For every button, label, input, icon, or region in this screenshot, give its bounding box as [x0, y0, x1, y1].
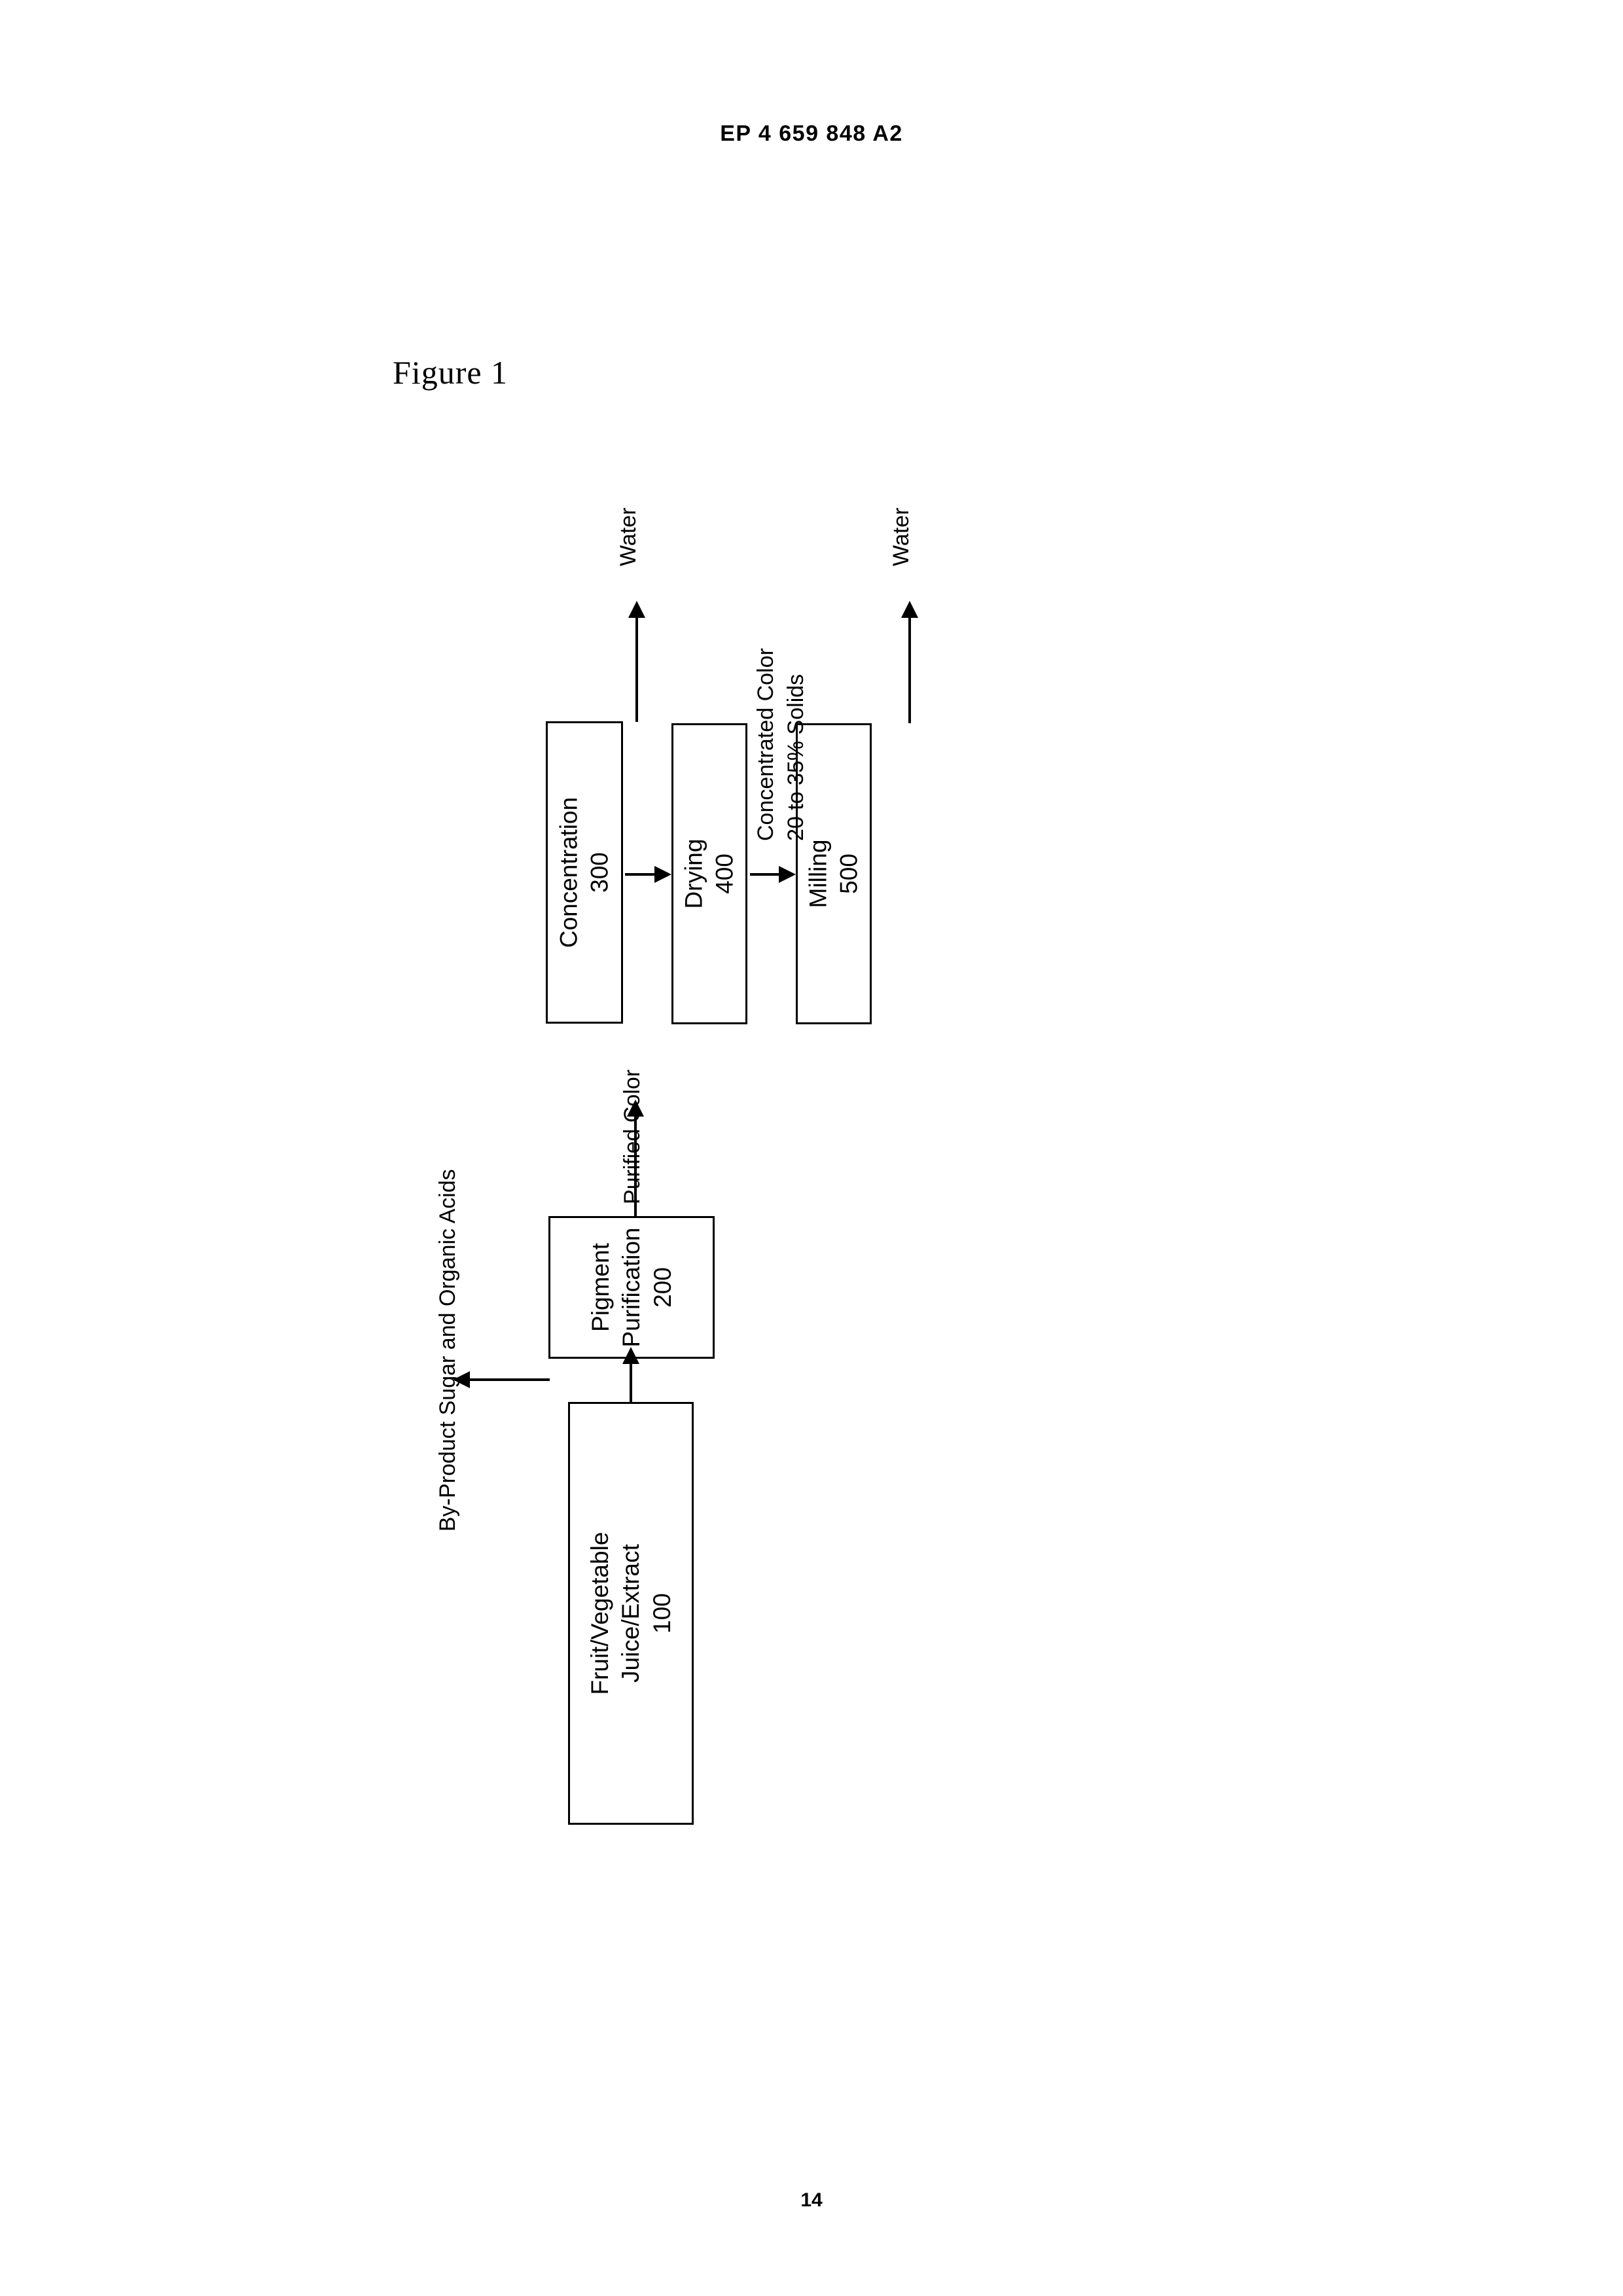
flow-label-concentrated-color-line2: 20 to 35% Solids	[783, 673, 808, 841]
arrow-purification-to-byproduct-line	[466, 1378, 550, 1381]
process-box-pigment-purification-label-line-1: Pigment	[586, 1243, 614, 1332]
flow-label-water-from-concentration: Water	[616, 507, 641, 566]
arrow-drying-to-water-head-icon	[901, 601, 918, 618]
flow-label-byproduct-sugar-organic-acids: By-Product Sugar and Organic Acids	[435, 1169, 460, 1532]
arrow-drying-to-water-line	[908, 614, 911, 723]
patent-publication-number: EP 4 659 848 A2	[720, 121, 903, 146]
flow-label-concentrated-color-line1: Concentrated Color	[753, 648, 778, 841]
process-box-milling-label-line-1: Milling	[804, 839, 832, 908]
arrow-source-to-purification-head-icon	[622, 1347, 639, 1364]
flow-label-concentrated-color: Concentrated Color 20 to 35% Solids	[751, 648, 812, 841]
arrow-concentration-to-drying-head-icon	[654, 866, 671, 883]
arrow-purification-to-byproduct-head-icon	[453, 1371, 470, 1388]
flow-label-purified-color: Purified Color	[620, 1069, 645, 1204]
arrow-purification-to-concentration-line	[634, 1113, 637, 1217]
arrow-concentration-to-water-head-icon	[628, 601, 645, 618]
process-box-fruit-vegetable-juice-extract-label-line-3: 100	[648, 1593, 675, 1634]
arrow-concentration-to-drying-line	[625, 873, 658, 876]
process-box-drying-label-line-2: 400	[711, 853, 738, 894]
process-box-pigment-purification-label-line-2: Purification	[618, 1227, 645, 1348]
arrow-source-to-purification-line	[630, 1360, 632, 1403]
process-box-pigment-purification-label-line-3: 200	[649, 1267, 676, 1308]
arrow-concentration-to-water-line	[635, 614, 638, 722]
arrow-drying-to-milling-head-icon	[779, 866, 796, 883]
figure-caption: Figure 1	[393, 354, 508, 391]
page-number: 14	[800, 2189, 823, 2211]
arrow-purification-to-concentration-head-icon	[627, 1100, 644, 1117]
process-box-drying-label-line-1: Drying	[680, 838, 707, 909]
process-box-fruit-vegetable-juice-extract-label-line-1: Fruit/Vegetable	[586, 1532, 613, 1695]
arrow-drying-to-milling-line	[750, 873, 781, 876]
process-box-milling-label-line-2: 500	[836, 853, 863, 894]
process-box-concentration-label-line-1: Concentration	[555, 797, 582, 948]
flow-label-water-from-drying: Water	[889, 507, 914, 566]
process-box-fruit-vegetable-juice-extract-label-line-2: Juice/Extract	[617, 1544, 645, 1683]
process-box-concentration-label-line-2: 300	[586, 852, 613, 893]
